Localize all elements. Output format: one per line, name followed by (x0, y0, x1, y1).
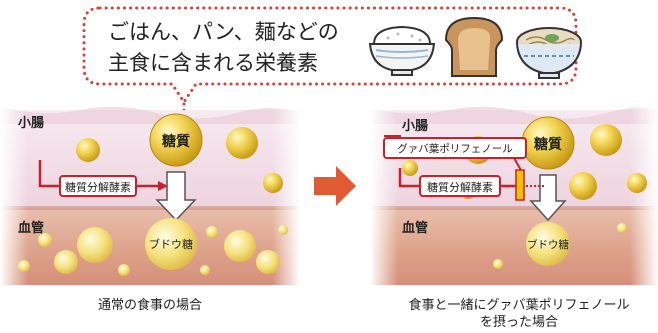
right-caption-line1: 食事と一緒にグァバ葉ポリフェノール (408, 298, 630, 313)
sugar-molecule (149, 113, 203, 167)
absorption-arrow-right (529, 174, 567, 222)
glucose-label-right: ブドウ糖 (527, 238, 569, 251)
vessel-label: 血管 (18, 220, 44, 236)
bread-icon (444, 16, 504, 77)
polyphenol-box (383, 137, 527, 159)
intestine-layer (0, 110, 300, 208)
intestine-label: 小腸 (18, 116, 44, 131)
sugar-label-right: 糖質 (534, 136, 562, 153)
center-arrow (314, 166, 356, 206)
intestine-label-right: 小腸 (402, 119, 428, 134)
callout-line1: ごはん、パン、麺などの (108, 20, 339, 44)
callout-box: ごはん、パン、麺などの 主食に含まれる栄養素 (82, 6, 578, 105)
polyphenol-label: グァバ葉ポリフェノール (397, 142, 513, 155)
left-caption: 通常の食事の場合 (97, 298, 202, 313)
enzyme-box (59, 175, 137, 197)
enzyme-label: 糖質分解酵素 (65, 180, 131, 194)
vessel-layer-right (370, 208, 658, 285)
sugar-label: 糖質 (162, 133, 190, 150)
noodle-bowl-icon (516, 27, 582, 79)
left-panel: 糖質 糖質分解酵素 ブドウ糖 小腸 血管 (0, 106, 300, 286)
right-caption-line2: を摂った場合 (479, 315, 558, 330)
vessel-label-right: 血管 (402, 220, 428, 236)
glucose-molecule-right (526, 222, 570, 266)
inhibitor-bar (515, 169, 525, 201)
right-panel: 糖質 グァバ葉ポリフェノール 糖質分解酵素 ブドウ糖 小腸 血管 (370, 106, 658, 286)
absorption-arrow (155, 171, 197, 222)
glucose-molecule (145, 218, 197, 270)
enzyme-label-right: 糖質分解酵素 (427, 180, 493, 194)
rice-bowl-icon (368, 25, 436, 76)
glucose-label: ブドウ糖 (149, 237, 193, 251)
callout-line2: 主食に含まれる栄養素 (108, 51, 318, 75)
